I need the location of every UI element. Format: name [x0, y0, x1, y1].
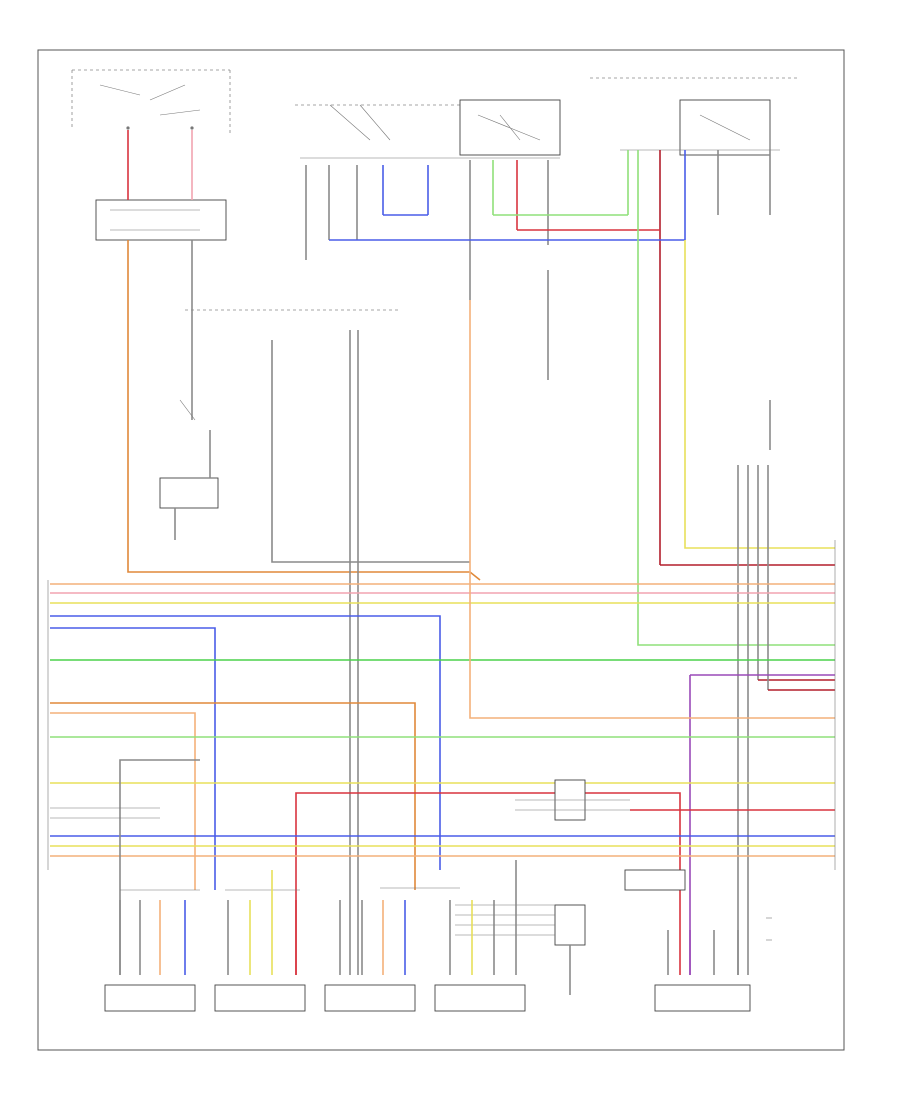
top-vertical-wires: [127, 130, 771, 565]
mid-relay-top: [295, 99, 561, 159]
top-left-switch-group: [71, 69, 231, 135]
sensor-connector-3: [324, 887, 460, 1012]
sensor-connector-5: [654, 930, 751, 1012]
mid-left-module: [159, 477, 219, 509]
left-relay-box: [95, 199, 227, 241]
top-cross-wires: [329, 214, 835, 646]
diagram-border: [37, 49, 845, 1051]
right-relay-top: [590, 77, 800, 156]
sensor-connector-2: [214, 870, 306, 1012]
sensor-connector-4: [434, 860, 526, 1012]
horizontal-bus-wires: [50, 300, 835, 975]
center-module: [455, 779, 686, 995]
left-vertical-wires: [127, 240, 549, 975]
sensor-connector-1: [104, 889, 200, 1012]
bus-end-ticks: [47, 540, 836, 870]
legend-marks: [766, 917, 772, 941]
right-connector-stack: [737, 400, 835, 975]
